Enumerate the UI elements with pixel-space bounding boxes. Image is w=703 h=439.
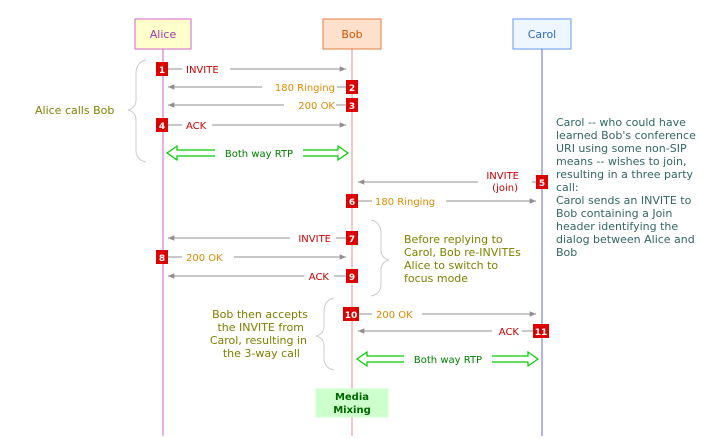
step-number-2: 2 — [349, 84, 355, 94]
accept-note-line: the INVITE from — [217, 321, 304, 334]
step-number-10: 10 — [345, 311, 358, 321]
participant-bob-label: Bob — [341, 28, 362, 41]
rtp-alice-bob: Both way RTP — [165, 144, 350, 162]
step-badge-2 — [346, 80, 358, 94]
step-number-9: 9 — [349, 273, 355, 283]
reinvite-note-line: Carol, Bob re-INVITEs — [404, 246, 521, 259]
step-badge-6 — [346, 194, 358, 208]
message-9-label: ACK — [309, 272, 330, 283]
media-mixing-box: Media Mixing — [315, 388, 389, 418]
step-badge-7 — [346, 231, 358, 245]
message-11-label: ACK — [499, 327, 520, 338]
message-5-label-line1: INVITE — [486, 171, 519, 182]
step-badge-3 — [346, 98, 358, 112]
step-number-4: 4 — [159, 122, 165, 132]
message-7-label: INVITE — [298, 234, 331, 245]
step-badge-5 — [536, 175, 548, 189]
carol-note-line: Bob containing a Join — [556, 207, 672, 220]
message-1-label: INVITE — [186, 65, 219, 76]
reinvite-note-line: Before replying to — [404, 233, 503, 246]
rtp-label-1: Both way RTP — [225, 149, 293, 160]
message-2-label: 180 Ringing — [275, 83, 335, 94]
message-6-label: 180 Ringing — [375, 197, 435, 208]
carol-note-line: header identifying the — [556, 220, 678, 233]
accept-note-line: the 3-way call — [223, 347, 300, 360]
message-9-ack: ACK 9 — [168, 269, 358, 283]
participant-alice: Alice — [134, 18, 192, 50]
carol-note-line: Carol sends an INVITE to — [556, 194, 692, 207]
message-8-200ok: 8 200 OK — [156, 250, 346, 264]
step-badge-4 — [156, 118, 168, 132]
carol-note-line: Bob — [556, 246, 577, 259]
message-7-invite: INVITE 7 — [168, 231, 358, 245]
accept-note-line: Carol, resulting in — [210, 334, 307, 347]
step-number-7: 7 — [349, 235, 355, 245]
message-8-label: 200 OK — [186, 253, 223, 264]
message-2-ringing: 180 Ringing 2 — [168, 80, 358, 94]
participant-carol-label: Carol — [528, 28, 557, 41]
participant-alice-label: Alice — [150, 28, 177, 41]
message-5-label-line2: (join) — [492, 183, 518, 194]
reinvite-note-line: focus mode — [404, 272, 468, 285]
rtp-label-2: Both way RTP — [414, 355, 482, 366]
step-number-1: 1 — [159, 66, 165, 76]
annotation-reinvite: Before replying to Carol, Bob re-INVITEs… — [404, 233, 521, 285]
message-6-ringing: 6 180 Ringing — [346, 194, 536, 208]
participant-carol: Carol — [512, 18, 572, 50]
step-badge-1 — [156, 62, 168, 76]
step-number-3: 3 — [349, 102, 355, 112]
message-3-label: 200 OK — [298, 101, 335, 112]
reinvite-note-line: Alice to switch to — [404, 259, 498, 272]
carol-note-line: Carol -- who could have — [556, 116, 686, 129]
step-badge-9 — [346, 269, 358, 283]
message-4-label: ACK — [186, 121, 207, 132]
brace-accept — [315, 297, 335, 371]
step-badge-11 — [533, 324, 549, 338]
annotation-carol: Carol -- who could have learned Bob's co… — [556, 116, 696, 259]
rtp-bob-carol: Both way RTP — [355, 350, 540, 368]
carol-note-line: means -- wishes to join, — [556, 155, 686, 168]
brace-reinvite — [370, 219, 390, 297]
step-badge-10 — [343, 307, 359, 321]
carol-note-line: dialog between Alice and — [556, 233, 695, 246]
accept-note-line: Bob then accepts — [212, 308, 308, 321]
step-number-5: 5 — [539, 179, 545, 189]
message-3-200ok: 200 OK 3 — [168, 98, 358, 112]
step-badge-8 — [156, 250, 168, 264]
message-5-invite-join: INVITE (join) 5 — [358, 170, 548, 194]
step-number-6: 6 — [349, 198, 355, 208]
media-mixing-label-line1: Media — [335, 392, 369, 403]
carol-note-line: learned Bob's conference — [556, 129, 696, 142]
carol-note-line: URI using some non-SIP — [556, 142, 687, 155]
carol-note-line: call: — [556, 181, 579, 194]
message-4-ack: 4 ACK — [156, 118, 346, 132]
carol-note-line: resulting in a three party — [556, 168, 694, 181]
brace-alice-calls-bob — [127, 59, 147, 163]
message-11-ack: ACK 11 — [358, 324, 549, 338]
message-1-invite: 1 INVITE — [156, 62, 346, 76]
message-10-label: 200 OK — [376, 310, 413, 321]
annotation-accept: Bob then accepts the INVITE from Carol, … — [210, 308, 308, 360]
step-number-11: 11 — [535, 328, 548, 338]
step-number-8: 8 — [159, 254, 165, 264]
participant-bob: Bob — [322, 18, 382, 50]
media-mixing-label-line2: Mixing — [333, 405, 371, 416]
message-10-200ok: 10 200 OK — [343, 307, 536, 321]
annotation-alice-calls-bob: Alice calls Bob — [35, 104, 114, 117]
